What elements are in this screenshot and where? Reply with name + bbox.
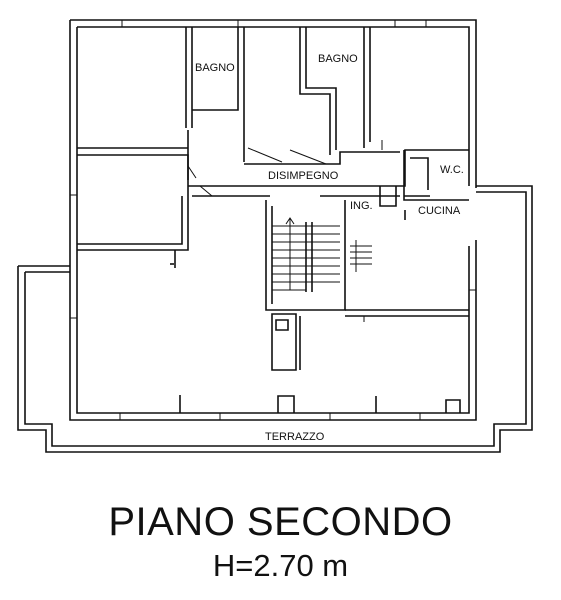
room-wall bbox=[345, 309, 469, 317]
ceiling-height: H=2.70 m bbox=[212, 548, 349, 583]
room-wall bbox=[379, 186, 397, 207]
floor-title: PIANO SECONDO bbox=[108, 500, 453, 544]
room-label-bagno-2: BAGNO bbox=[318, 53, 358, 65]
room-wall bbox=[77, 196, 183, 245]
room-label-cucina: CUCINA bbox=[418, 205, 461, 217]
room-wall bbox=[185, 27, 193, 128]
room-wall bbox=[363, 27, 371, 148]
door-swing bbox=[187, 140, 383, 322]
corridor-wall bbox=[244, 151, 400, 165]
outer-wall-inner bbox=[76, 26, 470, 414]
room-label-bagno-1: BAGNO bbox=[195, 62, 235, 74]
stair-treads bbox=[272, 225, 306, 291]
window-mark bbox=[70, 20, 476, 420]
elevator bbox=[271, 313, 297, 371]
stair-treads bbox=[306, 225, 340, 283]
terrace-outline-inner bbox=[24, 191, 527, 447]
room-label-terrazzo: TERRAZZO bbox=[265, 431, 325, 443]
stair-wall bbox=[265, 200, 346, 311]
room-wall bbox=[77, 154, 189, 251]
stair-divider bbox=[305, 222, 313, 292]
room-wall bbox=[192, 27, 245, 162]
room-label-ingresso: ING. bbox=[350, 200, 373, 212]
stair-treads bbox=[350, 240, 372, 272]
room-wall bbox=[403, 150, 469, 201]
terrace-outline bbox=[17, 185, 533, 453]
stair-arrow bbox=[285, 217, 295, 290]
room-label-wc: W.C. bbox=[440, 164, 464, 176]
room-wall bbox=[375, 396, 461, 413]
room-label-disimpegno: DISIMPEGNO bbox=[268, 170, 339, 182]
corridor-wall bbox=[188, 149, 469, 187]
room-wall bbox=[299, 27, 337, 155]
outer-wall bbox=[69, 19, 477, 421]
room-wall bbox=[179, 395, 295, 413]
